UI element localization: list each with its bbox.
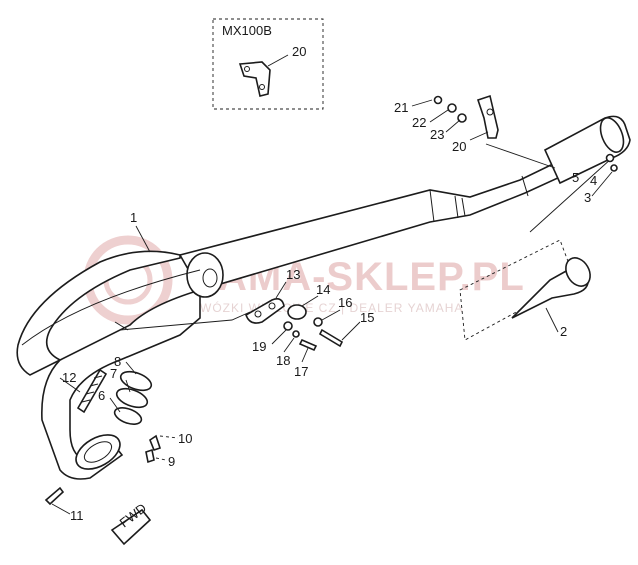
fwd-marker: FWD	[110, 500, 152, 546]
callout-18: 18	[276, 353, 290, 368]
callout-19: 19	[252, 339, 266, 354]
damper-14	[287, 304, 307, 320]
gasket-8	[119, 370, 153, 392]
inset-mx100b: MX100B 20	[212, 18, 324, 110]
callout-13: 13	[286, 267, 300, 282]
callout-4: 4	[590, 173, 597, 188]
bolt-11	[44, 486, 65, 506]
inset-frame	[212, 18, 324, 110]
hanger-group	[119, 281, 361, 363]
bolt-15	[318, 328, 344, 348]
tail-insert	[459, 143, 613, 341]
callout-2: 2	[560, 324, 567, 339]
callout-7: 7	[110, 366, 117, 381]
pipe-outlet	[75, 434, 121, 470]
gasket-6	[113, 407, 143, 425]
callout-15: 15	[360, 310, 374, 325]
bolt-17	[298, 338, 318, 352]
washer-22	[447, 103, 457, 113]
inset-part-label: 20	[292, 44, 306, 59]
callout-3: 3	[584, 190, 591, 205]
collar-19	[283, 321, 293, 331]
callout-14: 14	[316, 282, 330, 297]
fwd-arrow	[110, 508, 152, 546]
inset-bracket	[238, 61, 271, 97]
callout-10: 10	[178, 431, 192, 446]
tail-insert-outline	[459, 239, 576, 341]
pipe-bend	[16, 250, 181, 376]
callout-8: 8	[114, 354, 121, 369]
washer-16	[313, 317, 323, 327]
pipe-end-cap	[186, 252, 224, 298]
callout-17: 17	[294, 364, 308, 379]
callout-12: 12	[62, 370, 76, 385]
callout-11: 11	[70, 508, 84, 523]
part-callouts: 1 2 3 4 5 6 7 8 9 10 11 12 13 14 15 16 1…	[62, 100, 597, 523]
watermark-subtext: WÓZKI WIDŁOWE CZ | DEALER YAMAHA	[200, 300, 463, 315]
callout-6: 6	[98, 388, 105, 403]
joint-group	[44, 361, 179, 515]
callout-22: 22	[412, 115, 426, 130]
tail-hardware	[591, 153, 618, 197]
upper-bracket-group	[411, 94, 499, 141]
callout-16: 16	[338, 295, 352, 310]
callout-5: 5	[572, 170, 579, 185]
callout-9: 9	[168, 454, 175, 469]
callout-23: 23	[430, 127, 444, 142]
callout-20: 20	[452, 139, 466, 154]
exhaust-pipe	[16, 115, 631, 480]
callout-1: 1	[130, 210, 137, 225]
bolt-10	[149, 434, 162, 451]
upper-bracket	[476, 94, 499, 139]
gasket-7	[115, 387, 149, 409]
washer-18	[292, 330, 300, 338]
bolt-9	[145, 448, 155, 464]
expansion-chamber	[41, 288, 201, 480]
callout-21: 21	[394, 100, 408, 115]
bolt-21	[433, 95, 443, 105]
inset-model-label: MX100B	[222, 23, 272, 38]
